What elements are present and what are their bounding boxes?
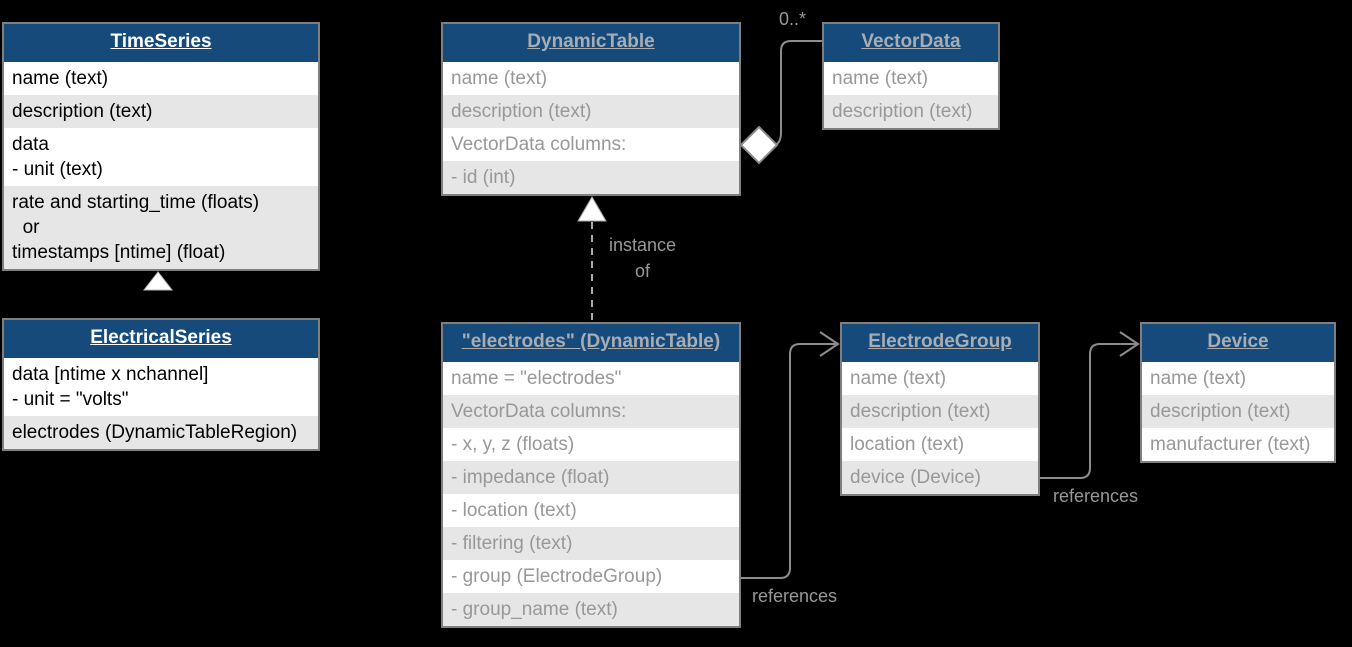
class-attribute-row: name (text): [832, 68, 929, 89]
class-attribute-row: - impedance (float): [443, 461, 739, 494]
class-attribute-row: VectorData columns:: [451, 134, 627, 155]
attribute-list-vectordata: name (text) description (text): [824, 62, 998, 128]
class-attribute-row: device (Device): [842, 461, 1038, 494]
class-attribute-row: description (text): [824, 95, 998, 128]
instance-of-label: instance of: [608, 235, 677, 281]
class-attribute-row: name (text): [451, 68, 548, 89]
class-attribute-row: location (text): [850, 434, 965, 455]
class-box-timeseries: TimeSeries name (text) description (text)…: [2, 22, 320, 271]
class-attribute-row: description (text): [4, 95, 318, 128]
class-attribute-row: description (text): [1142, 395, 1334, 428]
class-attribute-row: - x, y, z (floats): [451, 434, 575, 455]
reference-arrowhead-group: [819, 331, 840, 357]
class-attribute-row: VectorData columns:: [443, 395, 739, 428]
attribute-list-electrodegroup: name (text) description (text) location (t…: [842, 362, 1038, 494]
class-box-vectordata: VectorData name (text) description (text): [822, 22, 1000, 130]
class-attribute-row: manufacturer (text): [1150, 434, 1311, 455]
class-box-electrodes-table: "electrodes" (DynamicTable) name = "elec…: [441, 322, 741, 628]
class-box-dynamictable: DynamicTable name (text) description (tex…: [441, 22, 741, 196]
multiplicity-label: 0..*: [779, 9, 807, 29]
class-attribute-row: name = "electrodes": [451, 368, 622, 389]
class-attribute-row: - id (int): [443, 161, 739, 194]
class-box-electrodegroup: ElectrodeGroup name (text) description (t…: [840, 322, 1040, 496]
class-attribute-row: - filtering (text): [443, 527, 739, 560]
class-attribute-row: data - unit (text): [12, 134, 103, 180]
attribute-list-device: name (text) description (text) manufacture…: [1142, 362, 1334, 461]
class-title-electrodes-table: "electrodes" (DynamicTable): [443, 324, 739, 362]
class-title-electrodegroup: ElectrodeGroup: [842, 324, 1038, 362]
class-attribute-row: description (text): [842, 395, 1038, 428]
references-label-device: references: [1053, 486, 1139, 506]
class-attribute-row: name (text): [12, 68, 109, 89]
inheritance-arrow-timeseries: [142, 271, 174, 291]
aggregation-diamond: [739, 125, 779, 165]
attribute-list-timeseries: name (text) description (text) data - unit…: [4, 62, 318, 269]
class-box-electricalseries: ElectricalSeries data [ntime x nchannel]…: [2, 318, 320, 451]
class-attribute-row: - group_name (text): [443, 593, 739, 626]
class-title-dynamictable: DynamicTable: [443, 24, 739, 62]
class-attribute-row: name (text): [850, 368, 947, 389]
aggregation-line: [771, 40, 822, 148]
class-box-device: Device name (text) description (text) manu…: [1140, 322, 1336, 463]
reference-line-device: [1040, 343, 1136, 479]
class-title-device: Device: [1142, 324, 1334, 362]
class-title-vectordata: VectorData: [824, 24, 998, 62]
class-attribute-row: data [ntime x nchannel] - unit = "volts": [12, 364, 209, 410]
reference-line-group: [741, 343, 836, 579]
class-attribute-row: - group (ElectrodeGroup): [451, 566, 663, 587]
class-title-timeseries: TimeSeries: [4, 24, 318, 62]
reference-arrowhead-device: [1119, 331, 1140, 357]
class-title-electricalseries: ElectricalSeries: [4, 320, 318, 358]
references-label-group: references: [752, 586, 838, 606]
attribute-list-electrodes-table: name = "electrodes" VectorData columns: - …: [443, 362, 739, 626]
class-attribute-row: name (text): [1150, 368, 1247, 389]
class-attribute-row: electrodes (DynamicTableRegion): [4, 416, 318, 449]
class-attribute-row: - location (text): [451, 500, 577, 521]
class-attribute-row: rate and starting_time (floats) or times…: [4, 186, 318, 269]
attribute-list-electricalseries: data [ntime x nchannel] - unit = "volts"…: [4, 358, 318, 449]
instance-of-arrowhead: [577, 196, 607, 222]
attribute-list-dynamictable: name (text) description (text) VectorData …: [443, 62, 739, 194]
class-attribute-row: description (text): [443, 95, 739, 128]
